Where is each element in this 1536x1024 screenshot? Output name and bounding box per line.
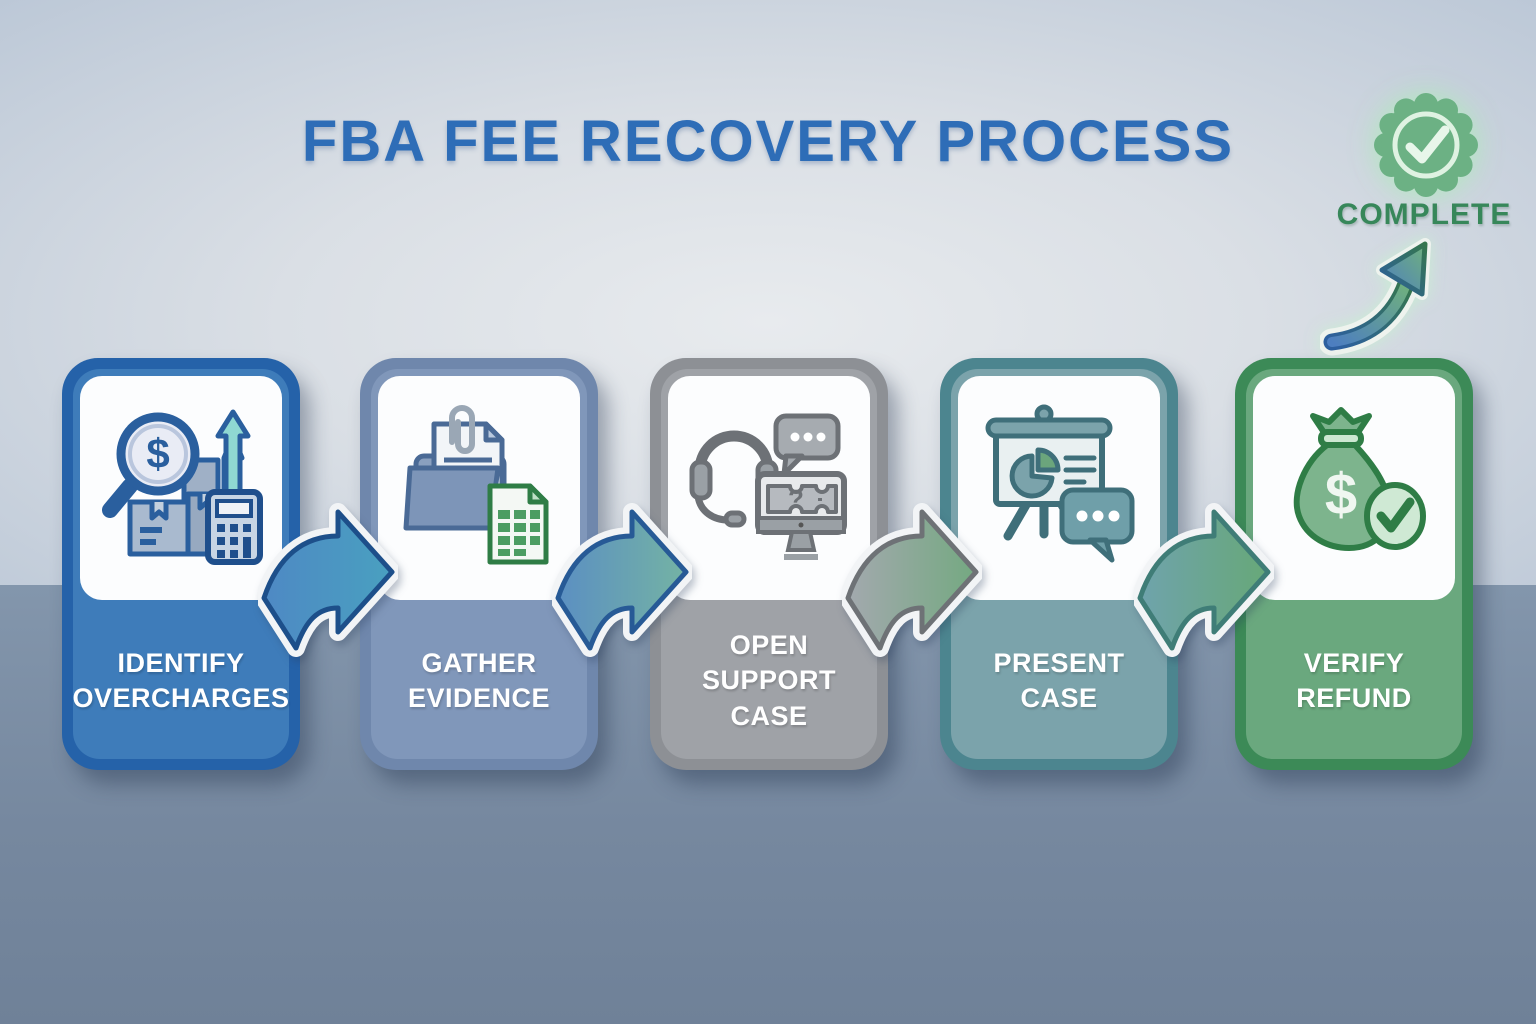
card-icon-panel: $	[1253, 376, 1455, 600]
curved-right-arrow	[1134, 503, 1274, 657]
card-body: ? OPEN SUPPORT CASE	[661, 369, 877, 759]
step-card-identify-overcharges: $ IDENTIFY OVERCHARGES	[62, 358, 300, 770]
page-title: FBA FEE RECOVERY PROCESS	[301, 109, 1235, 174]
step-label-identify-overcharges: IDENTIFY OVERCHARGES	[72, 647, 290, 713]
step-card-verify-refund: $ VERIFY REFUND	[1235, 358, 1473, 770]
curved-up-arrow	[1320, 238, 1431, 356]
card-icon-panel	[958, 376, 1160, 600]
complete-label: COMPLETE	[1336, 198, 1512, 231]
svg-text:$: $	[146, 430, 169, 477]
card-body: $ VERIFY REFUND	[1246, 369, 1462, 759]
card-body: GATHER EVIDENCE	[371, 369, 587, 759]
folder-document-icon	[403, 405, 549, 565]
step-label-open-support-case: OPEN SUPPORT CASE	[701, 630, 837, 731]
money-bag-check-icon: $	[1293, 407, 1426, 551]
magnifier-calculator-icon: $	[102, 409, 263, 565]
step-label-gather-evidence: GATHER EVIDENCE	[407, 647, 551, 713]
card-icon-panel: ?	[668, 376, 870, 600]
check-seal-icon	[1374, 93, 1478, 197]
step-label-present-case: PRESENT CASE	[993, 647, 1125, 713]
presentation-chart-icon	[985, 404, 1135, 563]
card-body: $ IDENTIFY OVERCHARGES	[72, 369, 290, 759]
curved-right-arrow	[258, 503, 398, 657]
step-label-verify-refund: VERIFY REFUND	[1296, 647, 1412, 713]
headset-ticket-icon: ?	[689, 413, 847, 560]
card-icon-panel: $	[80, 376, 282, 600]
card-icon-panel	[378, 376, 580, 600]
svg-text:$: $	[1325, 462, 1357, 527]
curved-right-arrow	[842, 503, 982, 657]
step-card-gather-evidence: GATHER EVIDENCE	[360, 358, 598, 770]
step-card-open-support-case: ? OPEN SUPPORT CASE	[650, 358, 888, 770]
card-icon-panel: PRESENT CASE	[951, 369, 1167, 759]
svg-text:?: ?	[788, 484, 804, 514]
step-card-present-case: PRESENT CASE	[940, 358, 1178, 770]
curved-right-arrow	[552, 503, 692, 657]
